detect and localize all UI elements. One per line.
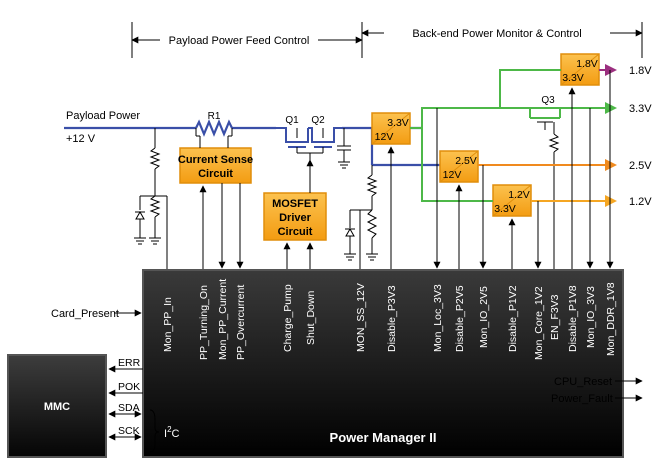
mmc-sda-label: SDA <box>118 402 140 414</box>
cpu-reset-label: CPU_Reset <box>554 376 612 388</box>
arrow-1v8 <box>605 64 617 76</box>
signal-disable-p3v3: Disable_P3V3 <box>386 285 398 352</box>
mosfet-driver-label-1: MOSFET <box>272 198 318 210</box>
rail-3v3 <box>410 69 605 202</box>
q2-label: Q2 <box>311 115 325 126</box>
pm-signal-lines-right <box>387 70 614 270</box>
r1-label: R1 <box>208 111 221 122</box>
current-sense-box <box>179 147 252 184</box>
signal-disable-p1v8: Disable_P1V8 <box>567 285 579 352</box>
converter-2v5-top: 2.5V <box>455 155 477 167</box>
bulk-capacitor <box>337 128 351 169</box>
mmc-pok-label: POK <box>118 381 140 393</box>
signal-shut-down: Shut_Down <box>305 291 317 345</box>
arrow-1v2 <box>605 195 617 207</box>
current-sense-inputs <box>199 136 229 148</box>
card-present-label: Card_Present <box>51 308 119 320</box>
signal-mon-ss-12v: MON_SS_12V <box>355 283 367 352</box>
pm-signal-lines-left <box>199 183 314 270</box>
payload-power-label: Payload Power <box>66 110 140 122</box>
mosfet-driver-label-3: Circuit <box>278 226 313 238</box>
output-3v3-label: 3.3V <box>629 103 652 115</box>
converter-1v8-divider <box>560 53 600 86</box>
signal-disable-p1v2: Disable_P1V2 <box>507 285 519 352</box>
mosfet-gates <box>296 128 324 160</box>
output-1v2-label: 1.2V <box>629 196 652 208</box>
converter-2v5-bottom: 12V <box>443 169 462 181</box>
converter-1v2-divider <box>492 184 532 217</box>
converter-1v8-top: 1.8V <box>576 58 598 70</box>
output-1v8-label: 1.8V <box>629 65 652 77</box>
signal-mon-ddr-1v8: Mon_DDR_1V8 <box>605 282 617 356</box>
signal-mon-loc-3v3: Mon_Loc_3V3 <box>432 284 444 352</box>
signal-charge-pump: Charge_Pump <box>282 284 294 352</box>
power-fault-label: Power_Fault <box>551 393 613 405</box>
current-sense-label-2: Circuit <box>198 168 233 180</box>
q1-label: Q1 <box>285 115 299 126</box>
mosfet-driver-box <box>263 192 327 241</box>
ss12v-network <box>344 165 378 270</box>
output-2v5-label: 2.5V <box>629 160 652 172</box>
converter-1v2-bottom: 3.3V <box>494 203 516 215</box>
input-divider-network <box>134 128 168 270</box>
mosfet-driver-label-2: Driver <box>279 212 312 224</box>
q3-fet <box>537 121 560 270</box>
arrow-2v5 <box>605 159 617 171</box>
section-headers <box>131 22 643 58</box>
converter-1v8-bottom: 3.3V <box>562 72 584 84</box>
input-voltage-label: +12 V <box>66 133 96 145</box>
power-manager-title: Power Manager II <box>330 430 437 445</box>
mmc-label: MMC <box>44 401 70 413</box>
current-sense-label-1: Current Sense <box>178 154 253 166</box>
pm-signal-labels: Mon_PP_In PP_Turning_On Mon_PP_Current P… <box>162 279 617 360</box>
mmc-sck-label: SCK <box>118 425 140 437</box>
signal-mon-pp-in: Mon_PP_In <box>162 297 174 352</box>
converter-1v2-top: 1.2V <box>508 189 530 201</box>
arrow-3v3 <box>605 102 617 114</box>
signal-pp-overcurrent: PP_Overcurrent <box>235 285 247 360</box>
signal-mon-core-1v2: Mon_Core_1V2 <box>533 286 545 360</box>
payload-feed-section-label: Payload Power Feed Control <box>169 35 310 47</box>
r1-sense-taps <box>195 128 233 137</box>
mmc-signal-lines <box>108 365 160 453</box>
converter-2v5-divider <box>439 150 479 183</box>
signal-mon-pp-current: Mon_PP_Current <box>217 279 229 360</box>
signal-mon-io-2v5: Mon_IO_2V5 <box>478 286 490 348</box>
mmc-block <box>7 354 107 458</box>
power-manager-block <box>142 269 624 458</box>
converter-3v3-bottom: 12V <box>375 131 394 143</box>
i2c-bus-label: I2C <box>164 425 180 440</box>
q3-label: Q3 <box>541 95 555 106</box>
mmc-err-label: ERR <box>118 357 141 369</box>
signal-pp-turning-on: PP_Turning_On <box>198 285 210 360</box>
signal-mon-io-3v3: Mon_IO_3V3 <box>585 286 597 348</box>
signal-disable-p2v5: Disable_P2V5 <box>454 285 466 352</box>
converter-3v3-top: 3.3V <box>387 117 409 129</box>
mosfet-q1-q2 <box>276 127 342 148</box>
backend-section-label: Back-end Power Monitor & Control <box>412 28 581 40</box>
converter-3v3-divider <box>371 112 411 145</box>
signal-en-f3v3: EN_F3V3 <box>549 294 561 340</box>
